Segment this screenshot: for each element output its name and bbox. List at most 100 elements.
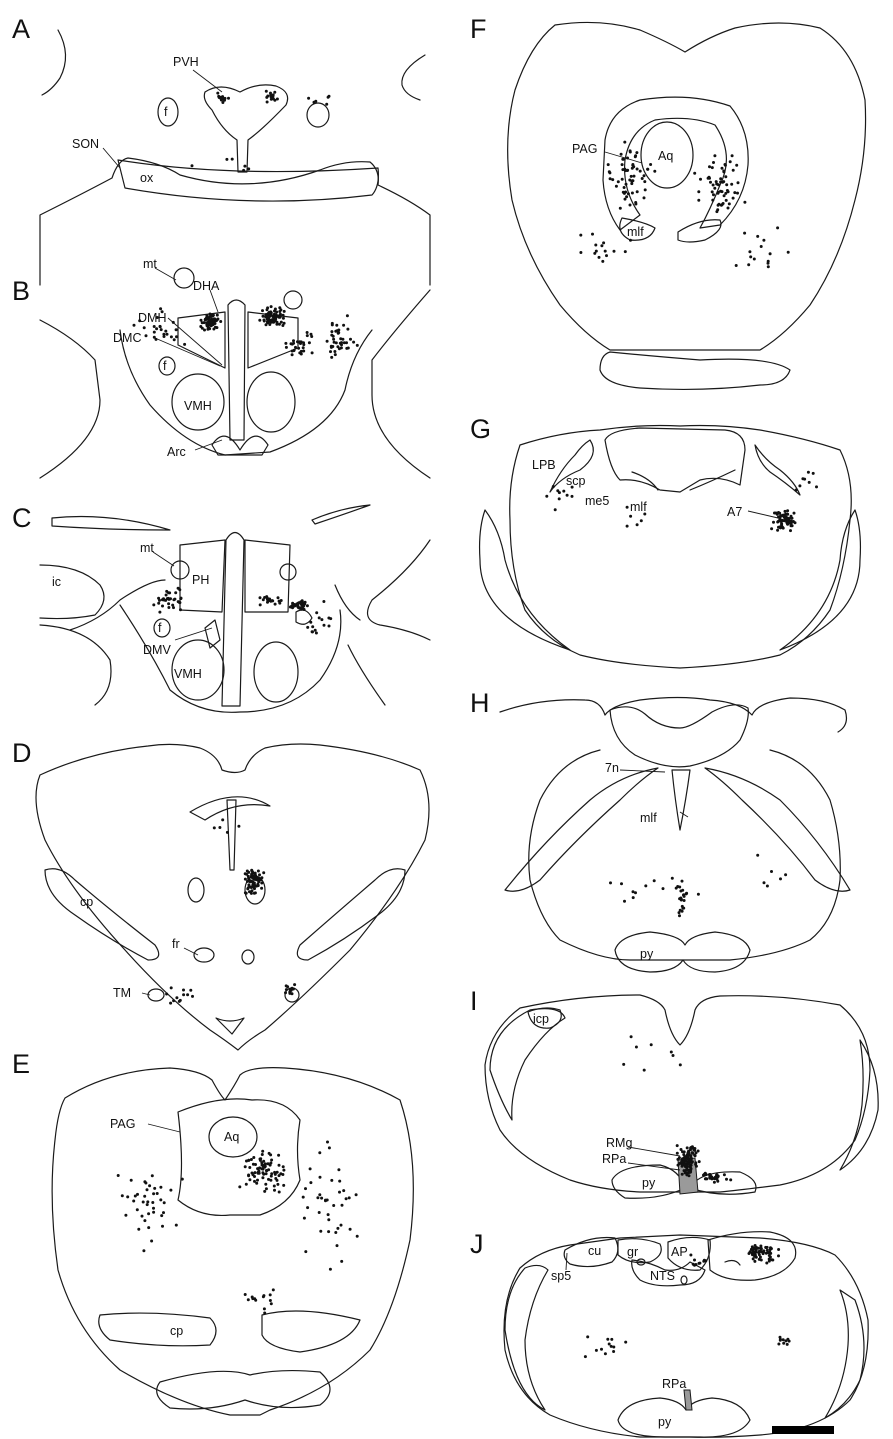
labeled-cell-dot	[322, 600, 325, 603]
labeled-cell-dot	[786, 513, 789, 516]
labeled-cell-dot	[292, 342, 295, 345]
labeled-cell-dot	[320, 618, 323, 621]
labeled-cell-dot	[784, 1339, 787, 1342]
labeled-cell-dot	[679, 909, 682, 912]
labeled-cell-dot	[155, 327, 158, 330]
labeled-cell-dot	[145, 334, 148, 337]
labeled-cell-dot	[684, 1171, 687, 1174]
labeled-cell-dot	[308, 341, 311, 344]
labeled-cell-dot	[349, 1228, 352, 1231]
labeled-cell-dot	[752, 1251, 755, 1254]
labeled-cell-dot	[274, 603, 277, 606]
labeled-cell-dot	[210, 319, 213, 322]
labeled-cell-dot	[343, 341, 346, 344]
panel-letter-d: D	[12, 738, 32, 768]
labeled-cell-dot	[723, 194, 726, 197]
labeled-cell-dot	[282, 1169, 285, 1172]
labeled-cell-dot	[712, 193, 715, 196]
labeled-cell-dot	[175, 335, 178, 338]
labeled-cell-dot	[736, 192, 739, 195]
labeled-cell-dot	[697, 190, 700, 193]
labeled-cell-dot	[725, 183, 728, 186]
labeled-cell-dot	[807, 471, 810, 474]
labeled-cell-dot	[237, 825, 240, 828]
label-i-icp: icp	[533, 1012, 549, 1026]
labeled-cell-dot	[271, 96, 274, 99]
labeled-cell-dot	[146, 1200, 149, 1203]
panel-i: I icp RMg RPa py	[470, 986, 878, 1198]
labeled-cell-dot	[161, 605, 164, 608]
labeled-cell-dot	[169, 1189, 172, 1192]
labeled-cell-dot	[711, 199, 714, 202]
labeled-cell-dot	[672, 1054, 675, 1057]
labeled-cell-dot	[326, 340, 329, 343]
labeled-cell-dot	[697, 893, 700, 896]
labeled-cell-dot	[620, 153, 623, 156]
labeled-cell-dot	[124, 1214, 127, 1217]
labeled-cell-dot	[782, 1338, 785, 1341]
labeled-cell-dot	[264, 1183, 267, 1186]
dots-e	[117, 1141, 359, 1315]
labeled-cell-dot	[355, 1193, 358, 1196]
labeled-cell-dot	[340, 1224, 343, 1227]
label-g-a7: A7	[727, 505, 742, 519]
labeled-cell-dot	[218, 826, 221, 829]
labeled-cell-dot	[219, 320, 222, 323]
label-j-gr: gr	[627, 1245, 638, 1259]
labeled-cell-dot	[632, 890, 635, 893]
panel-letter-g: G	[470, 414, 491, 444]
labeled-cell-dot	[151, 1201, 154, 1204]
labeled-cell-dot	[336, 1227, 339, 1230]
labeled-cell-dot	[283, 310, 286, 313]
labeled-cell-dot	[650, 1043, 653, 1046]
labeled-cell-dot	[244, 1293, 247, 1296]
labeled-cell-dot	[579, 251, 582, 254]
labeled-cell-dot	[730, 183, 733, 186]
labeled-cell-dot	[330, 1179, 333, 1182]
labeled-cell-dot	[273, 1185, 276, 1188]
labeled-cell-dot	[148, 1184, 151, 1187]
labeled-cell-dot	[273, 91, 276, 94]
labeled-cell-dot	[172, 999, 175, 1002]
labeled-cell-dot	[683, 1163, 686, 1166]
labeled-cell-dot	[683, 899, 686, 902]
labeled-cell-dot	[146, 1203, 149, 1206]
labeled-cell-dot	[713, 1181, 716, 1184]
labeled-cell-dot	[767, 1251, 770, 1254]
labeled-cell-dot	[318, 1211, 321, 1214]
labeled-cell-dot	[723, 1173, 726, 1176]
labeled-cell-dot	[253, 892, 256, 895]
label-c-f: f	[158, 621, 162, 635]
labeled-cell-dot	[152, 1192, 155, 1195]
labeled-cell-dot	[151, 1174, 154, 1177]
labeled-cell-dot	[342, 1189, 345, 1192]
labeled-cell-dot	[137, 1228, 140, 1231]
labeled-cell-dot	[340, 341, 343, 344]
labeled-cell-dot	[281, 324, 284, 327]
labeled-cell-dot	[610, 1345, 613, 1348]
labeled-cell-dot	[735, 264, 738, 267]
labeled-cell-dot	[209, 313, 212, 316]
labeled-cell-dot	[158, 611, 161, 614]
labeled-cell-dot	[251, 1297, 254, 1300]
labeled-cell-dot	[348, 1196, 351, 1199]
labeled-cell-dot	[261, 1176, 264, 1179]
labeled-cell-dot	[334, 353, 337, 356]
label-a-pvh: PVH	[173, 55, 199, 69]
labeled-cell-dot	[303, 1217, 306, 1220]
labeled-cell-dot	[621, 178, 624, 181]
labeled-cell-dot	[598, 256, 601, 259]
labeled-cell-dot	[727, 207, 730, 210]
label-j-cu: cu	[588, 1244, 601, 1258]
labeled-cell-dot	[285, 988, 288, 991]
labeled-cell-dot	[562, 490, 565, 493]
labeled-cell-dot	[725, 1178, 728, 1181]
labeled-cell-dot	[267, 318, 270, 321]
panel-e: E PAG Aq cp	[12, 1049, 413, 1415]
labeled-cell-dot	[735, 164, 738, 167]
labeled-cell-dot	[681, 1157, 684, 1160]
labeled-cell-dot	[314, 629, 317, 632]
labeled-cell-dot	[319, 1230, 322, 1233]
dots-d	[165, 818, 296, 1004]
